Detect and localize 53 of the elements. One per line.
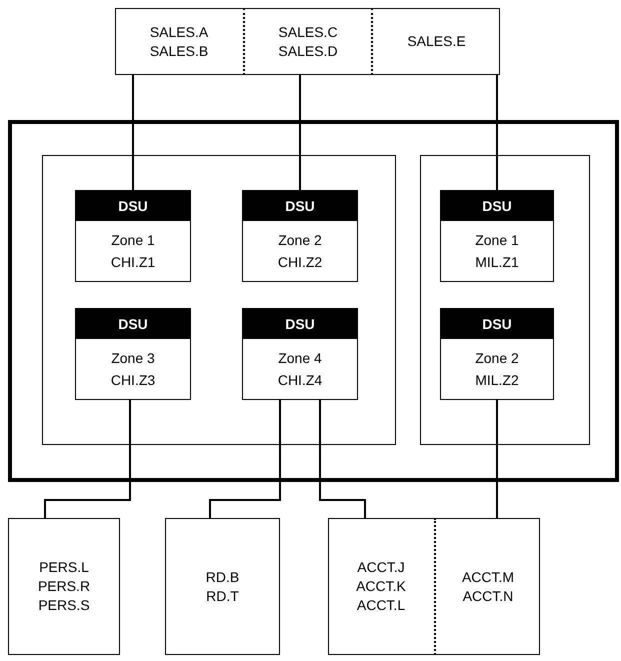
group-box — [420, 155, 590, 445]
connector-line — [132, 75, 134, 190]
connector-line — [209, 400, 281, 518]
node-label: MIL.Z2 — [475, 371, 519, 390]
dsu-unit — [440, 190, 554, 282]
node-label: ACCT.M — [462, 568, 514, 586]
node-label: DSU — [482, 196, 512, 216]
group-box — [42, 155, 396, 445]
node-label: SALES.A — [150, 22, 208, 42]
node-label: Zone 1 — [111, 231, 155, 250]
node-label: DSU — [285, 196, 315, 216]
node-label: SALES.E — [407, 32, 466, 51]
node-label: Zone 2 — [278, 231, 322, 250]
node-label: RD.T — [206, 586, 239, 606]
node-label: ACCT.N — [462, 586, 514, 606]
node-label: ACCT.K — [356, 577, 406, 596]
node-label: DSU — [482, 314, 512, 334]
enclosure-frame — [8, 120, 619, 482]
node-label: DSU — [118, 314, 148, 334]
node-label: DSU — [118, 196, 148, 216]
node-label: MIL.Z1 — [475, 253, 519, 272]
node-label: SALES.B — [150, 42, 208, 60]
node-label: CHI.Z2 — [278, 253, 322, 272]
connector-line — [319, 400, 366, 518]
name-box — [165, 518, 280, 655]
node-label: PERS.L — [39, 558, 89, 577]
node-label: CHI.Z4 — [278, 371, 322, 390]
node-label: ACCT.L — [356, 596, 406, 615]
connector-line — [496, 75, 498, 190]
node-label: CHI.Z1 — [110, 253, 156, 272]
connector-line — [44, 400, 131, 518]
node-label: SALES.D — [278, 42, 338, 60]
node-label: Zone 4 — [278, 349, 322, 368]
group-box — [328, 518, 540, 655]
connector-line — [299, 75, 301, 190]
node-label: PERS.S — [38, 596, 90, 615]
name-box — [8, 518, 120, 655]
node-label: Zone 1 — [475, 231, 519, 250]
node-label: ACCT.J — [357, 558, 405, 577]
dsu-unit — [75, 308, 191, 400]
node-label: DSU — [285, 314, 315, 334]
connector-line — [496, 400, 498, 518]
node-label: CHI.Z3 — [110, 371, 156, 390]
dsu-unit — [242, 190, 358, 282]
node-label: Zone 2 — [475, 349, 519, 368]
node-label: Zone 3 — [111, 349, 155, 368]
node-label: SALES.C — [278, 22, 338, 42]
dsu-unit — [440, 308, 554, 400]
node-label: RD.B — [206, 568, 240, 586]
group-box — [115, 8, 500, 75]
dsu-unit — [75, 190, 191, 282]
dsu-unit — [242, 308, 358, 400]
node-label: PERS.R — [38, 577, 90, 596]
